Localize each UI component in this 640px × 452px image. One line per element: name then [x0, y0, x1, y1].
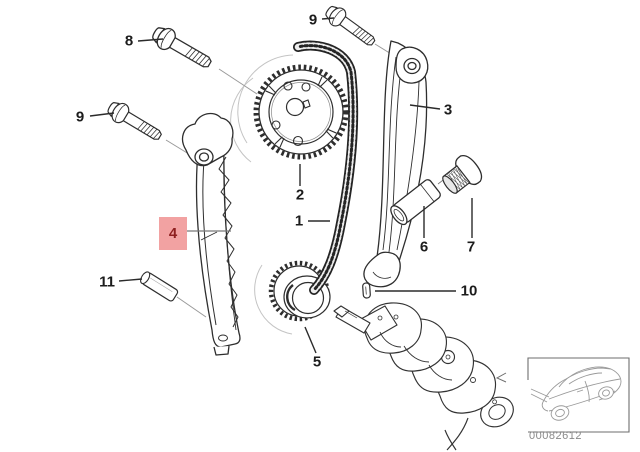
tensioner-plug-drawing [442, 155, 483, 194]
callout-7[interactable]: 7 [466, 238, 476, 256]
callout-3[interactable]: 3 [443, 101, 453, 119]
callout-leader-lines [89, 17, 473, 354]
callout-2[interactable]: 2 [295, 186, 305, 204]
crankshaft-drawing [333, 302, 514, 451]
guide-rail-drawing [181, 112, 241, 356]
dowel-pin-drawing [140, 271, 179, 302]
timing-chain-drawing [293, 40, 359, 295]
callout-1[interactable]: 1 [294, 212, 304, 230]
tensioner-rail-drawing [363, 40, 429, 288]
bolt-9-left-drawing [103, 97, 166, 147]
callout-5[interactable]: 5 [312, 353, 322, 371]
callout-10[interactable]: 10 [460, 282, 478, 300]
camshaft-sprocket-drawing [253, 64, 349, 160]
bolt-9-top-drawing [321, 1, 380, 52]
callout-11[interactable]: 11 [99, 273, 115, 291]
callout-9-top[interactable]: 9 [308, 11, 318, 29]
callout-8[interactable]: 8 [124, 32, 134, 50]
callout-4[interactable]: 4 [168, 225, 178, 242]
callout-9-left[interactable]: 9 [75, 108, 85, 126]
bolt-8-drawing [148, 22, 216, 75]
diagram-code: 00082612 [529, 430, 582, 442]
extension-leader-lines [165, 43, 397, 318]
woodruff-key-drawing [362, 282, 371, 299]
car-icon [530, 366, 622, 421]
highlight-box[interactable]: 4 [159, 217, 187, 250]
callout-6[interactable]: 6 [419, 238, 429, 256]
inset-box [495, 357, 630, 433]
